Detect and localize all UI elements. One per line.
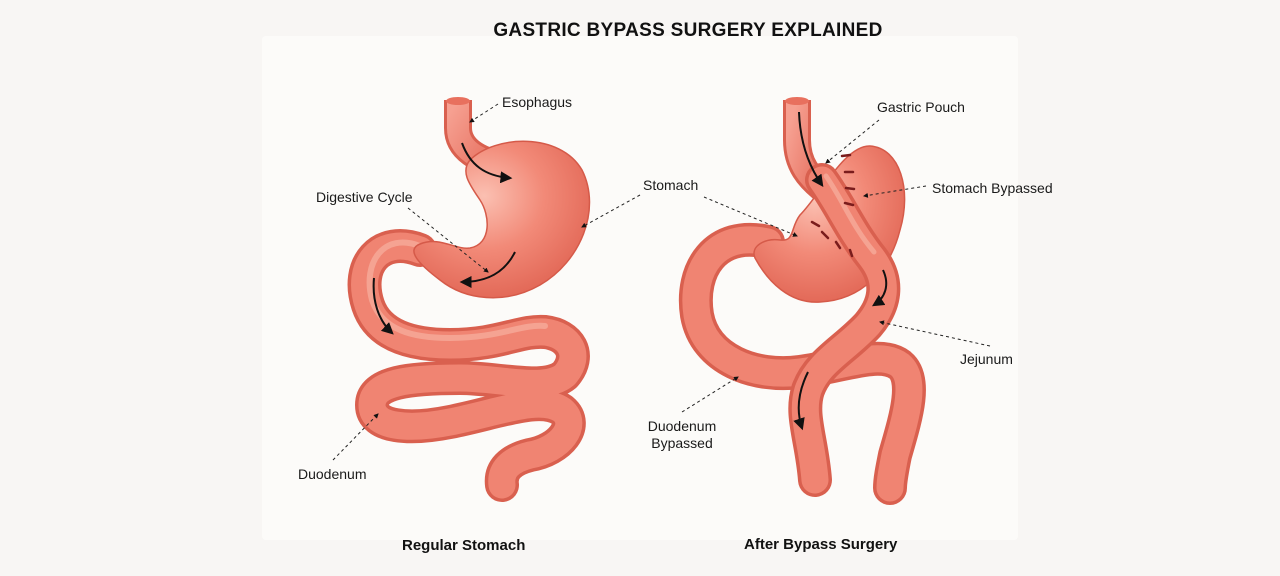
label-duodenum-bypassed: Duodenum Bypassed	[640, 418, 724, 451]
bypass-illustration	[678, 97, 926, 505]
label-gastric-pouch: Gastric Pouch	[877, 99, 965, 115]
leader-lines	[332, 103, 991, 461]
flow-arrow	[372, 277, 394, 335]
label-stomach-bypassed: Stomach Bypassed	[932, 180, 1053, 196]
caption-regular-stomach: Regular Stomach	[402, 537, 526, 554]
label-duodenum: Duodenum	[298, 466, 367, 482]
label-esophagus: Esophagus	[502, 94, 573, 110]
flow-arrow	[798, 111, 824, 187]
label-duodenum-bypassed-line1: Duodenum	[647, 418, 717, 434]
pouch-and-jejunum	[788, 163, 901, 497]
label-digestive-cycle: Digestive Cycle	[316, 189, 413, 205]
staple-line	[810, 153, 856, 258]
regular-stomach-illustration	[347, 97, 591, 502]
leader-stomach-left	[581, 194, 641, 228]
leader-stomach-right	[703, 196, 798, 237]
leader-stomach-bypassed	[863, 185, 927, 198]
leader-jejunum	[879, 320, 991, 347]
flow-arrow	[793, 371, 809, 431]
regular-stomach-body	[413, 140, 591, 299]
leader-gastric-pouch	[825, 119, 880, 164]
leader-duodenum	[332, 413, 379, 461]
flow-arrow	[871, 269, 888, 307]
label-jejunum: Jejunum	[960, 351, 1013, 367]
flow-arrow	[459, 251, 516, 288]
diagram-title: GASTRIC BYPASS SURGERY EXPLAINED	[493, 20, 883, 41]
caption-after-bypass: After Bypass Surgery	[744, 536, 898, 553]
label-stomach: Stomach	[643, 177, 699, 193]
flow-arrow	[461, 142, 513, 184]
leader-digestive-cycle	[407, 207, 489, 273]
leader-duodenum-bypassed	[681, 376, 739, 413]
leader-esophagus	[469, 103, 499, 123]
regular-intestine	[347, 229, 590, 502]
label-duodenum-bypassed-line2: Bypassed	[651, 435, 713, 451]
